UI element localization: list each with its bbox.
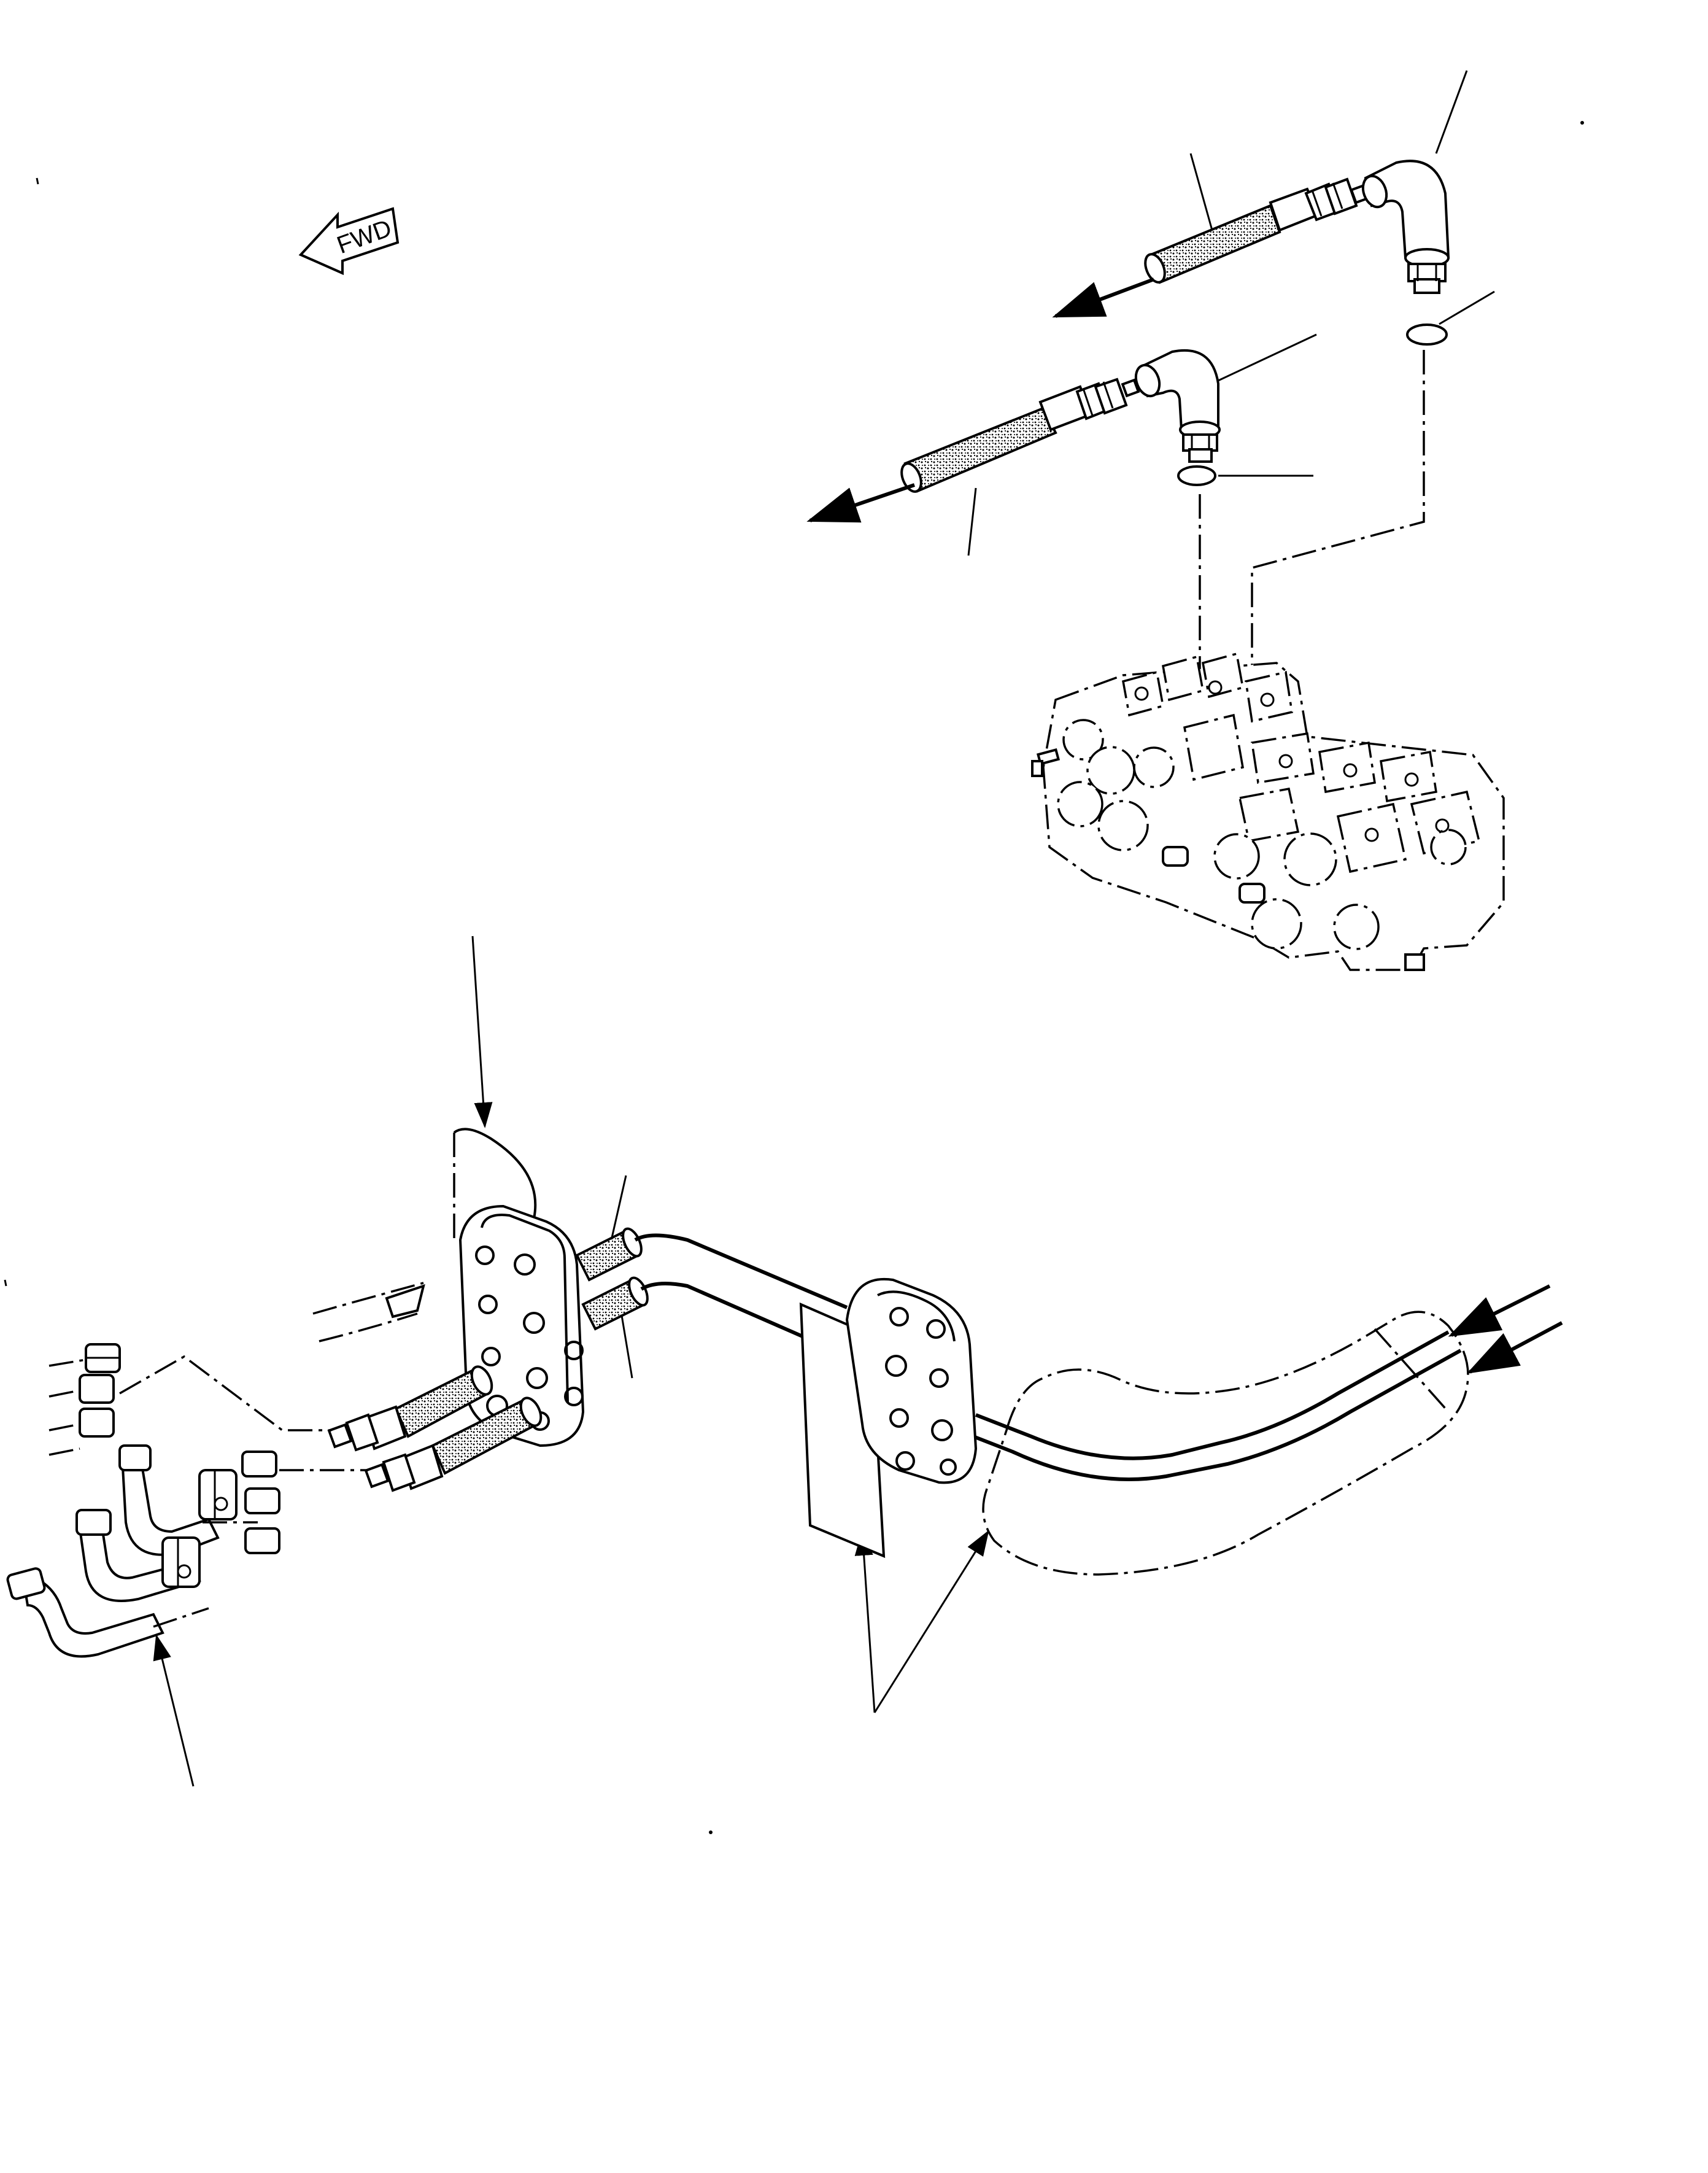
bulkhead-hoses-left — [327, 1227, 649, 1492]
hose-fitting-front — [1038, 378, 1140, 432]
bulkhead-bracket — [312, 1128, 541, 1342]
steel-tubes — [634, 1233, 1462, 1481]
o-ring-rear — [1406, 323, 1448, 346]
control-valve-phantom — [1031, 652, 1505, 971]
hose-fitting-rear — [1269, 177, 1370, 232]
boom-outline-phantom — [982, 1311, 1469, 1576]
hose-rear — [1144, 204, 1281, 284]
elbow-fitting-front — [1134, 349, 1221, 463]
o-ring-front — [1177, 465, 1216, 486]
left-fittings-cluster — [6, 1343, 368, 1658]
fwd-arrow-icon: FWD — [298, 207, 400, 276]
elbow-fitting-rear — [1361, 160, 1450, 294]
nut-group-upper — [48, 1343, 121, 1456]
flange-plate-mid — [845, 1277, 978, 1484]
hose-front — [900, 406, 1057, 493]
upper-hose-assembly-front — [806, 349, 1221, 523]
scan-marks — [4, 121, 1584, 1834]
upper-hose-assembly-rear — [1052, 160, 1450, 346]
leader-arrows-lower — [153, 935, 1563, 1787]
leader-lines-upper — [967, 70, 1495, 556]
